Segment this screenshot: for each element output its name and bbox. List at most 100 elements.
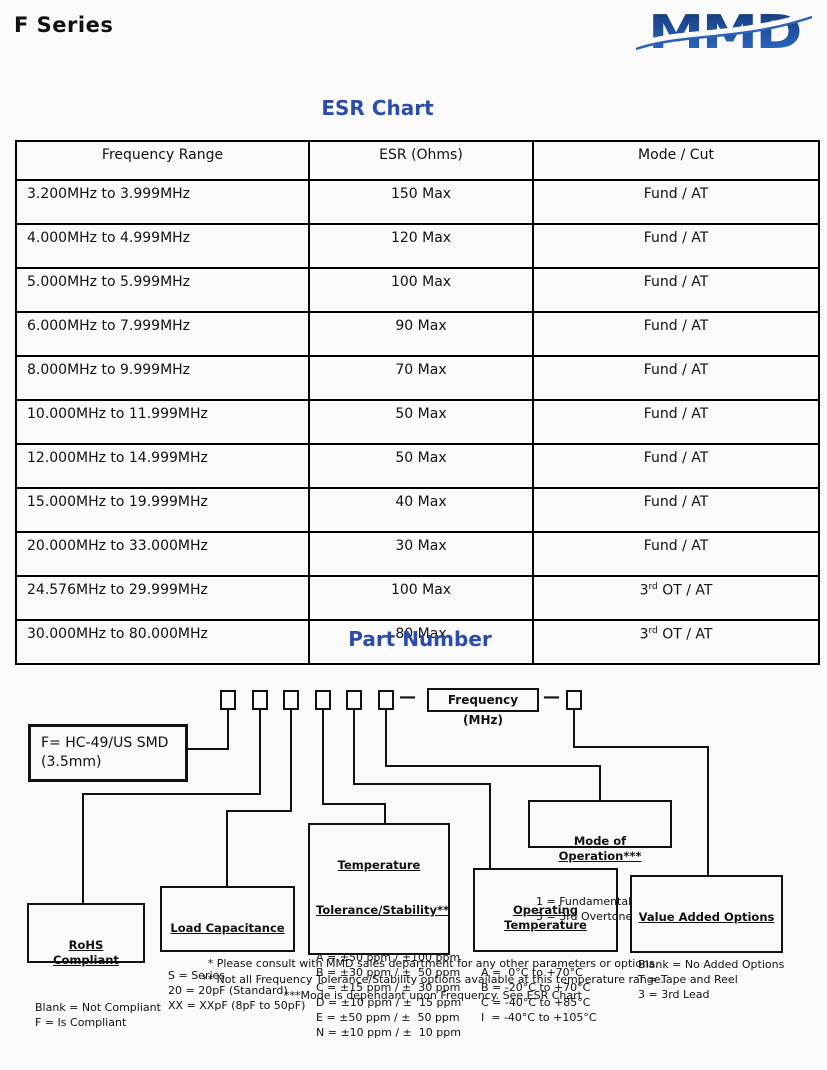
text-line: 20 = 20pF (Standard) [168, 984, 288, 997]
text-line: Blank = No Added Options [638, 958, 785, 971]
temperature-tolerance-box: Temperature Tolerance/Stability** A = ±5… [308, 823, 461, 1039]
cell-frequency-range: 5.000MHz to 5.999MHz [15, 267, 310, 313]
esr-chart-heading: ESR Chart [321, 96, 434, 120]
connector-line [322, 803, 386, 805]
logo-swoosh-blue [635, 15, 813, 51]
cell-frequency-range: 30.000MHz to 80.000MHz [15, 619, 310, 665]
package-line-1: F= HC-49/US SMD [41, 735, 169, 751]
text-line: A = 0°C to +70°C [481, 966, 583, 979]
text-line: C = -40°C to +85°C [481, 996, 591, 1009]
cell-mode-cut: Fund / AT [532, 355, 820, 401]
package-line-2: (3.5mm) [41, 754, 102, 770]
text-line: F = Is Compliant [35, 1016, 127, 1029]
connector-line [707, 746, 709, 875]
frequency-label-box: Frequency (MHz) [427, 688, 539, 727]
connector-line [322, 710, 324, 805]
col-header-esr-ohms: ESR (Ohms) [308, 140, 534, 181]
cell-frequency-range: 24.576MHz to 29.999MHz [15, 575, 310, 621]
connector-line [573, 708, 575, 748]
cell-mode-cut: Fund / AT [532, 443, 820, 489]
cell-frequency-range: 12.000MHz to 14.999MHz [15, 443, 310, 489]
part-number-diagram: — Frequency (MHz) — F= HC-49/US SMD (3.5… [0, 687, 827, 1039]
text-line: T = Tape and Reel [638, 973, 738, 986]
connector-line [290, 710, 292, 812]
cell-frequency-range: 8.000MHz to 9.999MHz [15, 355, 310, 401]
cell-mode-cut: 3rd OT / AT [532, 575, 820, 621]
cell-esr-ohms: 40 Max [308, 487, 534, 533]
cell-mode-cut: Fund / AT [532, 531, 820, 577]
part-digit-box-2 [252, 690, 268, 710]
connector-line [188, 748, 229, 750]
text-line: N = ±10 ppm / ± 10 ppm [316, 1026, 461, 1039]
text-line: S = Series [168, 969, 226, 982]
dash-separator: — [399, 687, 416, 707]
load-capacitance-box: Load Capacitance S = Series 20 = 20pF (St… [160, 886, 305, 1012]
connector-line [82, 793, 261, 795]
esr-table: Frequency Range ESR (Ohms) Mode / Cut 3.… [15, 140, 820, 665]
cell-esr-ohms: 100 Max [308, 575, 534, 621]
esr-table-header-row: Frequency Range ESR (Ohms) Mode / Cut [15, 140, 820, 181]
text-line: Blank = Not Compliant [35, 1001, 161, 1014]
mmd-logo: MMD [634, 5, 814, 59]
connector-line [384, 803, 386, 823]
cell-frequency-range: 4.000MHz to 4.999MHz [15, 223, 310, 269]
part-digit-box-1 [220, 690, 236, 710]
cell-mode-cut: Fund / AT [532, 267, 820, 313]
col-header-mode-cut: Mode / Cut [532, 140, 820, 181]
connector-line [227, 710, 229, 750]
part-number-heading: Part Number [348, 627, 492, 651]
part-digit-box-4 [315, 690, 331, 710]
rohs-compliant-box: RoHS Compliant Blank = Not Compliant F = … [27, 903, 161, 1029]
cell-esr-ohms: 70 Max [308, 355, 534, 401]
cell-esr-ohms: 100 Max [308, 267, 534, 313]
cell-mode-cut: Fund / AT [532, 487, 820, 533]
cell-mode-cut: Fund / AT [532, 399, 820, 445]
cell-frequency-range: 3.200MHz to 3.999MHz [15, 179, 310, 225]
cell-esr-ohms: 90 Max [308, 311, 534, 357]
connector-line [489, 783, 491, 868]
logo-swoosh-white [634, 10, 814, 50]
cell-mode-cut: Fund / AT [532, 179, 820, 225]
cell-mode-cut: Fund / AT [532, 223, 820, 269]
text-line: B = ±30 ppm / ± 50 ppm [316, 966, 461, 979]
cell-frequency-range: 6.000MHz to 7.999MHz [15, 311, 310, 357]
operating-temperature-title: Operating Temperature [504, 903, 587, 932]
connector-line [385, 710, 387, 767]
text-line: E = ±50 ppm / ± 50 ppm [316, 1011, 460, 1024]
col-header-frequency-range: Frequency Range [15, 140, 310, 181]
cell-esr-ohms: 30 Max [308, 531, 534, 577]
cell-frequency-range: 10.000MHz to 11.999MHz [15, 399, 310, 445]
part-digit-box-6 [378, 690, 394, 710]
connector-line [226, 810, 292, 812]
part-digit-box-5 [346, 690, 362, 710]
cell-frequency-range: 15.000MHz to 19.999MHz [15, 487, 310, 533]
connector-line [385, 765, 601, 767]
connector-line [353, 783, 491, 785]
temperature-tolerance-title-2: Tolerance/Stability** [316, 903, 450, 917]
footnotes: * Please consult with MMD sales departme… [38, 956, 827, 1004]
cell-esr-ohms: 50 Max [308, 399, 534, 445]
mode-of-operation-title: Mode of Operation*** [558, 834, 642, 863]
cell-esr-ohms: 150 Max [308, 179, 534, 225]
text-line: ***Mode is dependant upon Frequency. See… [284, 989, 582, 1002]
value-added-options-title: Value Added Options [638, 910, 775, 924]
package-description-box: F= HC-49/US SMD (3.5mm) [28, 724, 188, 782]
text-line: B = -20°C to +70°C [481, 981, 591, 994]
part-digit-box-3 [283, 690, 299, 710]
rohs-compliant-title: RoHS Compliant [53, 938, 119, 967]
text-line: 3 = 3rd Overtone [536, 910, 633, 923]
load-capacitance-title: Load Capacitance [170, 921, 285, 935]
connector-line [599, 765, 601, 800]
part-digit-box-options [566, 690, 582, 710]
